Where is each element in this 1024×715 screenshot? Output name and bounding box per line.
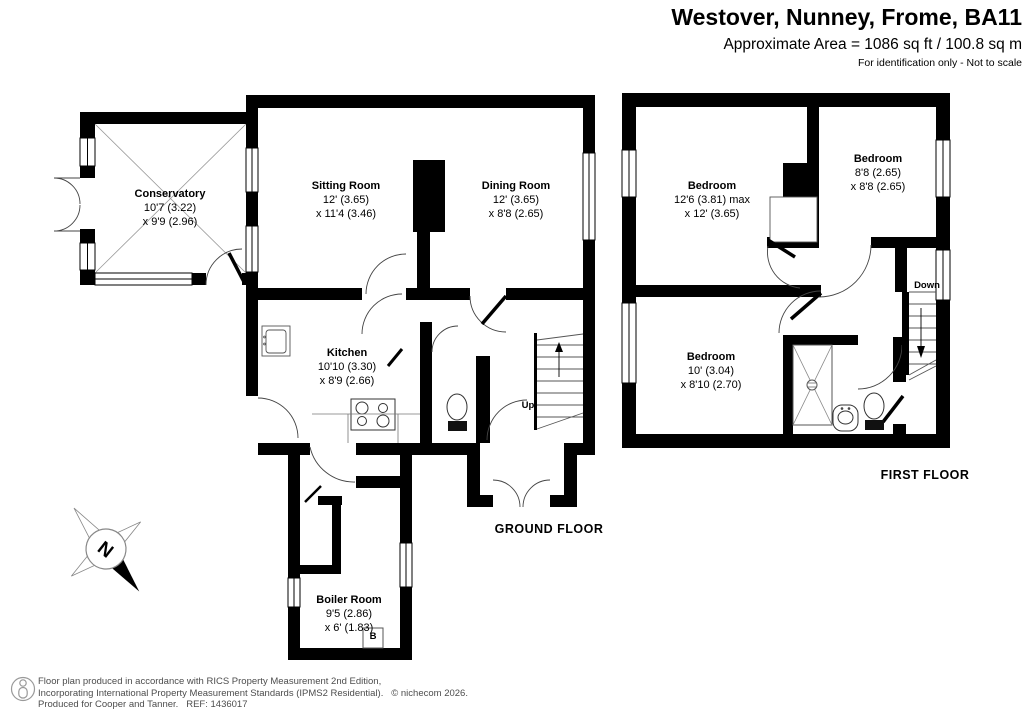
- conservatory-roof-lines: [94, 123, 247, 274]
- first-floor-plan: [621, 93, 951, 448]
- first-floor-windows: [621, 139, 951, 384]
- room-label-bedroom-1: Bedroom 12'6 (3.81) max x 12' (3.65): [673, 180, 751, 220]
- ground-floor-walls: [80, 95, 595, 660]
- toilet-ground-icon: [446, 393, 468, 431]
- ground-floor-doors: [53, 177, 551, 508]
- first-floor-walls: [622, 93, 950, 448]
- stairs-first-icon: [902, 291, 937, 381]
- room-label-conservatory: Conservatory 10'7 (3.22) x 9'9 (2.96): [134, 188, 206, 228]
- room-label-sitting-room: Sitting Room 12' (3.65) x 11'4 (3.46): [311, 180, 381, 220]
- stove-icon: [350, 398, 396, 431]
- shower-icon: [792, 344, 833, 426]
- room-label-boiler-room: Boiler Room 9'5 (2.86) x 6' (1.83): [316, 594, 382, 634]
- property-title: Westover, Nunney, Frome, BA11: [671, 4, 1022, 30]
- ground-floor-label: GROUND FLOOR: [494, 522, 604, 536]
- footer-line-1: Floor plan produced in accordance with R…: [38, 676, 382, 687]
- room-label-dining-room: Dining Room 12' (3.65) x 8'8 (2.65): [481, 180, 551, 220]
- kitchen-sink-icon: [261, 325, 291, 357]
- disclaimer-note: For identification only - Not to scale: [858, 57, 1022, 69]
- footer-line-2: Incorporating International Property Mea…: [38, 687, 468, 699]
- bedroom-alcove-outline: [769, 196, 818, 243]
- person-icon: [10, 676, 36, 702]
- stairs-up-label: Up: [521, 400, 535, 411]
- stairs-ground-icon: [534, 333, 584, 430]
- plan-footer: Floor plan produced in accordance with R…: [38, 676, 468, 711]
- room-label-bedroom-2: Bedroom 8'8 (2.65) x 8'8 (2.65): [850, 153, 906, 193]
- first-floor-label: FIRST FLOOR: [880, 468, 970, 482]
- toilet-first-icon: [863, 392, 885, 430]
- boiler-marker-label: B: [369, 631, 377, 642]
- first-floor-doors: [767, 238, 905, 424]
- approximate-area: Approximate Area = 1086 sq ft / 100.8 sq…: [723, 36, 1022, 53]
- kitchen-counter-lines: [312, 413, 420, 443]
- footer-line-3: Produced for Cooper and Tanner. REF: 143…: [38, 699, 248, 710]
- sink-icon: [832, 404, 859, 432]
- plan-header: Westover, Nunney, Frome, BA11 Approximat…: [671, 5, 1022, 69]
- room-label-bedroom-3: Bedroom 10' (3.04) x 8'10 (2.70): [680, 351, 742, 391]
- boiler-marker-box: [362, 627, 384, 649]
- room-label-kitchen: Kitchen 10'10 (3.30) x 8'9 (2.66): [317, 347, 377, 387]
- ground-floor-windows: [79, 137, 596, 608]
- compass-rose-icon: N: [71, 507, 141, 592]
- stairs-down-label: Down: [914, 280, 940, 291]
- ground-floor-plan: [53, 95, 596, 660]
